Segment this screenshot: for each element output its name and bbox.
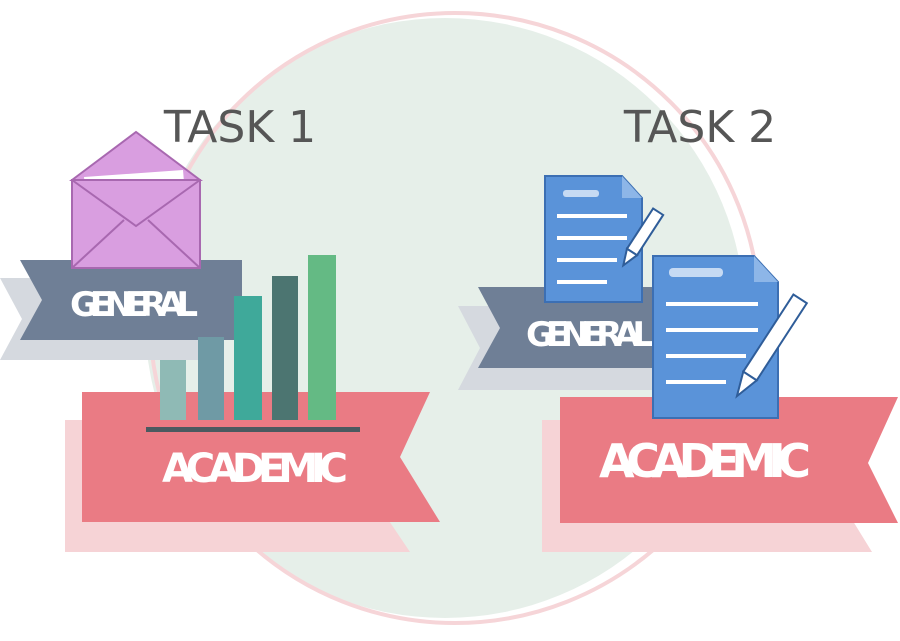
task2-document-back <box>544 175 665 303</box>
task1-academic-ribbon: ACADEMIC <box>65 392 440 552</box>
task1-academic-label: ACADEMIC <box>162 446 348 492</box>
task1-title: TASK 1 <box>163 102 316 153</box>
chart-bar <box>308 255 336 420</box>
envelope-icon <box>69 130 203 269</box>
task2-academic-ribbon-body <box>560 397 898 523</box>
task1-general-ribbon-body <box>20 260 242 340</box>
task1-general-label: GENERAL <box>70 285 198 325</box>
bar-chart-icon <box>146 255 360 432</box>
chart-bar <box>234 296 262 420</box>
task1-academic-ribbon-body <box>82 392 440 522</box>
chart-bar <box>198 337 224 420</box>
task2-title: TASK 2 <box>623 102 776 153</box>
document-pen-icon <box>652 255 809 419</box>
chart-bar <box>272 276 298 420</box>
chart-baseline <box>146 427 360 432</box>
task2-general-ribbon-body <box>478 287 700 368</box>
task1-general-ribbon: GENERAL <box>0 260 242 360</box>
task2-general-label: GENERAL <box>526 315 654 355</box>
task2-academic-label: ACADEMIC <box>599 434 811 488</box>
task2-general-ribbon: GENERAL <box>458 287 700 390</box>
chart-bar <box>160 360 186 420</box>
task2-academic-ribbon <box>542 397 898 552</box>
